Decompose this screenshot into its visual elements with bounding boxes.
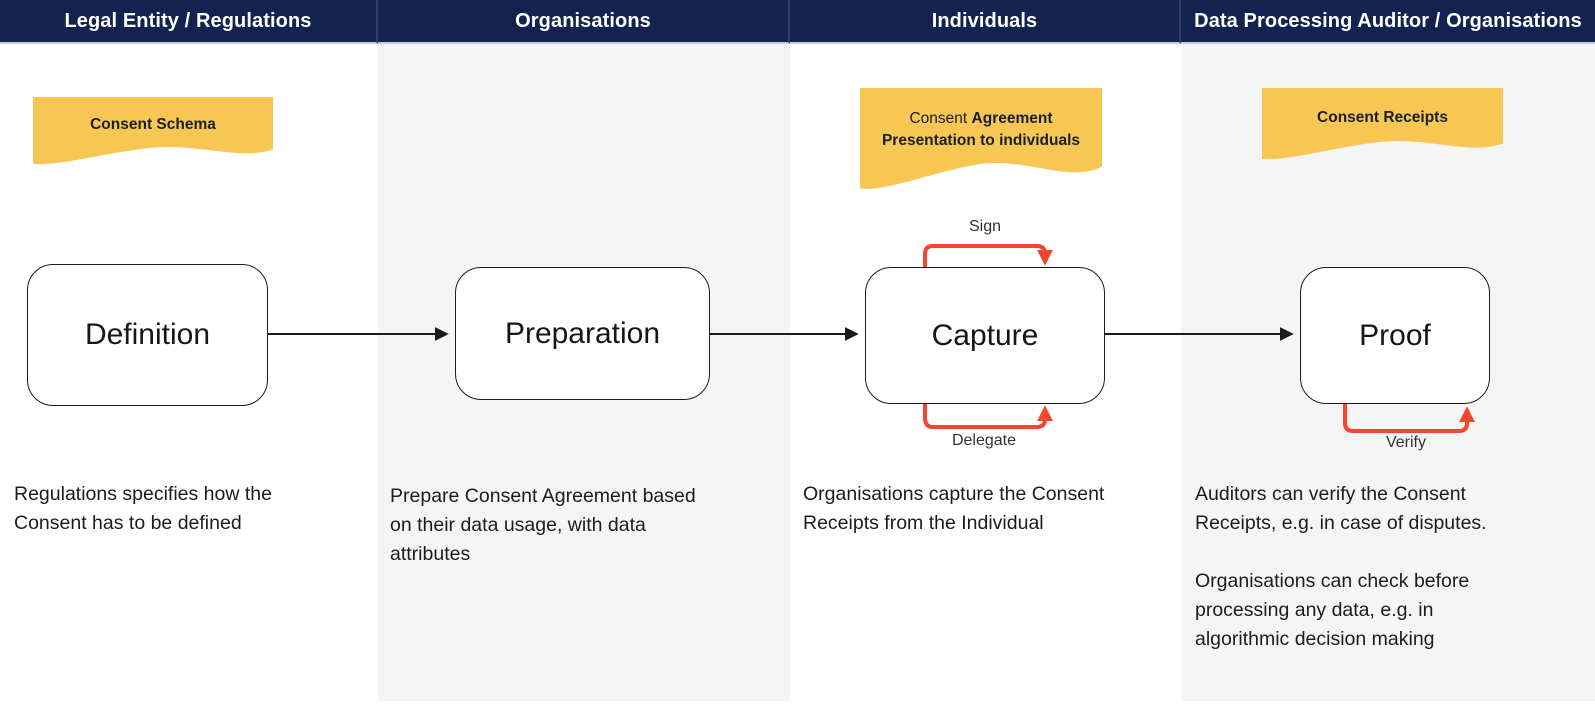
document-shape xyxy=(860,88,1102,189)
description-individuals: Organisations capture the Consent Receip… xyxy=(803,483,1105,534)
document-consent-receipts: Consent Receipts xyxy=(1262,88,1503,160)
document-consent-agreement-presentation: Consent Agreement Presentation to indivi… xyxy=(860,88,1102,190)
document-label-normal: Consent xyxy=(909,109,972,127)
lane-header-legal-entity: Legal Entity / Regulations xyxy=(0,0,378,44)
process-box-definition: Definition xyxy=(27,264,268,406)
lane-header-auditor: Data Processing Auditor / Organisations xyxy=(1181,0,1595,44)
process-box-preparation: Preparation xyxy=(455,267,710,400)
document-shape xyxy=(33,97,273,165)
sign-loop-label: Sign xyxy=(968,218,1002,235)
description-auditor: Auditors can verify the Consent Receipts… xyxy=(1195,480,1513,654)
process-label: Definition xyxy=(84,318,211,351)
lane-header-row: Legal Entity / Regulations Organisations… xyxy=(0,0,1595,44)
process-label: Proof xyxy=(1359,318,1431,352)
lane-header-individuals: Individuals xyxy=(790,0,1181,44)
lane-header-organisations: Organisations xyxy=(378,0,790,44)
process-box-proof: Proof xyxy=(1300,267,1490,404)
process-label: Preparation xyxy=(504,316,661,350)
document-label: Consent Agreement Presentation to indivi… xyxy=(860,88,1102,172)
delegate-loop-arrow xyxy=(923,402,1053,429)
document-shape xyxy=(1262,88,1503,160)
description-organisations: Prepare Consent Agreement based on their… xyxy=(390,485,696,565)
description-auditor-paragraph-2: Organisations can check before processin… xyxy=(1195,570,1470,650)
verify-loop-label: Verify xyxy=(1385,434,1426,451)
description-legal-entity: Regulations specifies how the Consent ha… xyxy=(14,483,272,534)
document-consent-schema: Consent Schema xyxy=(33,97,273,165)
process-box-capture: Capture xyxy=(865,267,1105,404)
document-label: Consent Receipts xyxy=(1317,108,1448,126)
sign-loop-arrow xyxy=(923,244,1053,269)
document-label-bold: Agreement Presentation to individuals xyxy=(881,109,1081,149)
process-label: Capture xyxy=(931,318,1039,352)
document-label: Consent Schema xyxy=(90,115,216,133)
description-auditor-paragraph-1: Auditors can verify the Consent Receipts… xyxy=(1195,483,1487,534)
delegate-loop-label: Delegate xyxy=(951,432,1017,449)
